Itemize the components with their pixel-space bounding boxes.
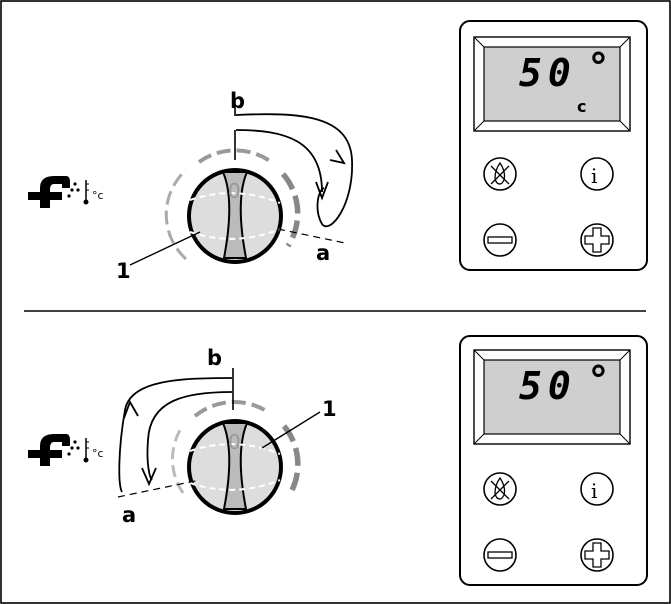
plus-icon[interactable] <box>580 538 614 572</box>
callout-number: 1 <box>116 259 131 283</box>
rotation-arrow <box>118 377 233 493</box>
top-panel: °c 0 b a 1 <box>28 20 648 283</box>
temperature-knob[interactable]: 0 <box>187 168 283 264</box>
flame-off-icon[interactable] <box>483 472 517 506</box>
flame-off-icon[interactable] <box>483 157 517 191</box>
minus-icon[interactable] <box>483 223 517 257</box>
minus-icon[interactable] <box>483 538 517 572</box>
bottom-panel: °c 0 b a 1 <box>28 335 648 586</box>
lcd-temperature-value: 50 <box>519 51 577 95</box>
lcd-unit: c <box>577 97 586 116</box>
celsius-unit-label: °c <box>92 189 104 202</box>
thermometer-icon: °c <box>83 180 104 205</box>
callout-number: 1 <box>322 397 337 421</box>
rotation-arrow <box>235 113 353 227</box>
label-a: a <box>316 241 330 265</box>
temperature-knob[interactable]: 0 <box>187 419 283 515</box>
label-b: b <box>230 89 245 113</box>
callout-leader <box>129 231 201 266</box>
thermometer-icon: °c <box>83 438 104 463</box>
svg-text:i: i <box>591 479 597 503</box>
reference-line-a <box>277 228 346 244</box>
reference-line-a <box>117 479 201 498</box>
lcd-degree-symbol: ° <box>587 45 616 89</box>
rotation-range-arc <box>170 400 301 496</box>
hot-water-tap-icon <box>28 176 80 208</box>
label-b: b <box>207 346 222 370</box>
control-panel: 50 ° i <box>459 335 648 586</box>
knob-zero-mark: 0 <box>228 430 241 454</box>
callout-leader <box>261 411 321 449</box>
plus-icon[interactable] <box>580 223 614 257</box>
hot-water-tap-icon <box>28 434 80 466</box>
celsius-unit-label: °c <box>92 447 104 460</box>
control-panel: 50 ° c i <box>459 20 648 271</box>
knob-zero-mark: 0 <box>228 179 241 203</box>
svg-text:i: i <box>591 164 597 188</box>
info-icon[interactable]: i <box>580 157 614 191</box>
lcd-temperature-value: 50 <box>519 364 577 408</box>
info-icon[interactable]: i <box>580 472 614 506</box>
lcd-degree-symbol: ° <box>587 358 616 402</box>
label-a: a <box>122 503 136 527</box>
rotation-range-arc <box>164 148 301 261</box>
